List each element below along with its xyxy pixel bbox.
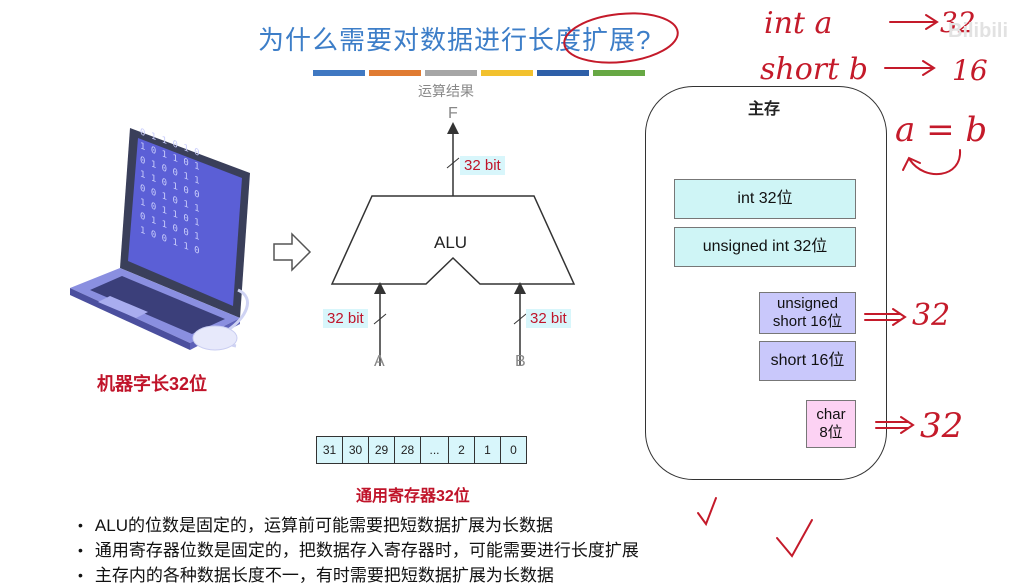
alu-label: ALU	[434, 233, 468, 252]
alu-output-F: F	[448, 105, 458, 122]
arrow-ushort	[864, 308, 907, 326]
char-line1: char	[816, 406, 846, 423]
alu-input-B: B	[515, 353, 526, 370]
stripe-5	[537, 70, 589, 76]
alu-input-A: A	[374, 353, 385, 370]
general-register: 31 30 29 28 ... 2 1 0	[316, 436, 527, 464]
register-label: 通用寄存器32位	[356, 488, 470, 505]
alu-output-bits: 32 bit	[460, 156, 505, 175]
hollow-arrow-icon	[273, 232, 312, 272]
hw-int-a: int a	[764, 6, 833, 41]
register-cell: 2	[449, 437, 475, 463]
bullet-list: ALU的位数是固定的，运算前可能需要把短数据扩展为长数据 通用寄存器位数是固定的…	[78, 513, 639, 588]
hw-short-b-size: 16	[952, 54, 988, 87]
stripe-2	[369, 70, 421, 76]
laptop-label: 机器字长32位	[97, 374, 208, 394]
arrow-short-size	[884, 60, 936, 76]
memory-title: 主存	[748, 101, 781, 118]
check-mark-2	[776, 519, 813, 558]
hw-short-b: short b	[760, 52, 868, 87]
hw-assign: a = b	[895, 110, 988, 150]
char-line2: 8位	[819, 424, 843, 441]
hw-int-a-size: 32	[940, 6, 976, 39]
hw-char-value: 32	[920, 406, 964, 446]
stripe-1	[313, 70, 365, 76]
curved-arrow	[902, 149, 962, 176]
arrow-int-size	[889, 14, 939, 30]
register-cell: 29	[369, 437, 395, 463]
alu-result-label: 运算结果	[418, 83, 474, 99]
bullet-item: 通用寄存器位数是固定的，把数据存入寄存器时，可能需要进行长度扩展	[78, 538, 639, 563]
slide-title: 为什么需要对数据进行长度扩展?	[258, 25, 652, 55]
memory-cell-char: char 8位	[806, 400, 856, 448]
register-cell: 28	[395, 437, 421, 463]
memory-cell-int: int 32位	[674, 179, 856, 219]
register-cell: 1	[475, 437, 501, 463]
ushort-line1: unsigned	[777, 295, 838, 312]
title-color-stripes	[313, 70, 645, 76]
register-cell: 31	[317, 437, 343, 463]
laptop-icon	[70, 128, 250, 351]
arrow-char	[875, 416, 915, 434]
bullet-item: ALU的位数是固定的，运算前可能需要把短数据扩展为长数据	[78, 513, 639, 538]
memory-cell-unsigned-short: unsigned short 16位	[759, 292, 856, 334]
main-memory: 主存 int 32位 unsigned int 32位 unsigned sho…	[645, 86, 887, 480]
stripe-4	[481, 70, 533, 76]
stripe-3	[425, 70, 477, 76]
alu-input-b-bits: 32 bit	[526, 309, 571, 328]
register-cell: ...	[421, 437, 449, 463]
memory-cell-short: short 16位	[759, 341, 856, 381]
highlight-circle	[563, 12, 679, 64]
register-cell: 0	[510, 443, 517, 457]
check-mark-1	[697, 497, 717, 527]
ushort-line2: short 16位	[772, 313, 843, 330]
bullet-item: 主存内的各种数据长度不一，有时需要把短数据扩展为长数据	[78, 563, 639, 588]
alu-diagram	[330, 122, 576, 366]
memory-cell-unsigned-int: unsigned int 32位	[674, 227, 856, 267]
hw-ushort-value: 32	[912, 298, 951, 333]
stripe-6	[593, 70, 645, 76]
alu-input-a-bits: 32 bit	[323, 309, 368, 328]
register-cell: 30	[343, 437, 369, 463]
watermark-logo: Bilibili	[948, 20, 1008, 42]
